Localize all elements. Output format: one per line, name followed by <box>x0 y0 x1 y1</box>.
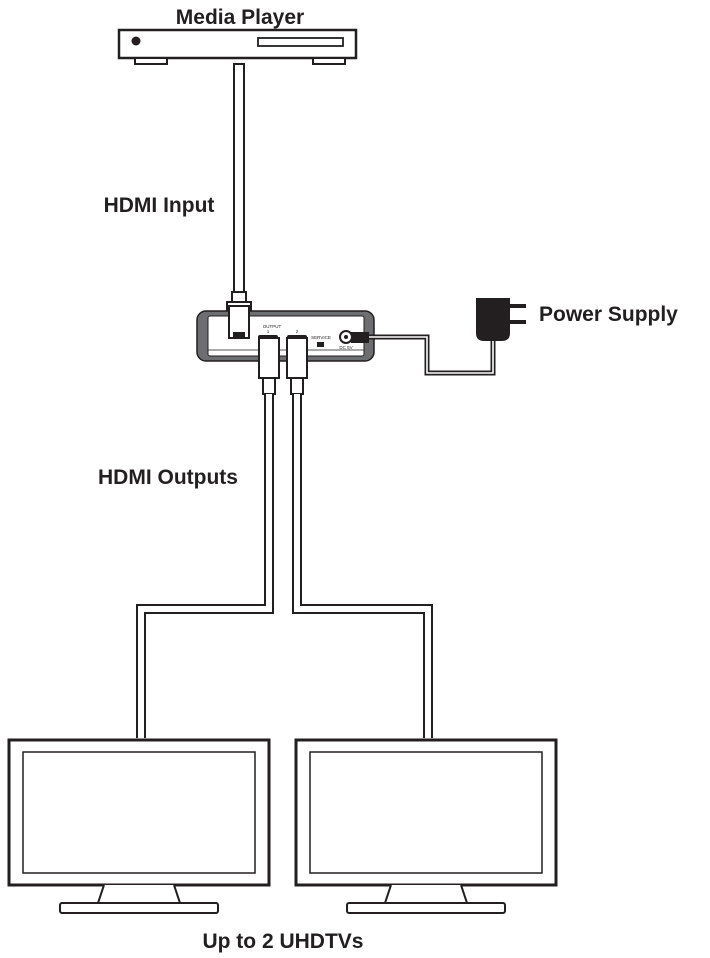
hdmi-outputs-label: HDMI Outputs <box>98 466 238 489</box>
output-plug-2 <box>286 337 308 395</box>
port-2-label: 2 <box>296 329 299 334</box>
media-player <box>117 28 358 65</box>
output-plug-1 <box>258 337 280 395</box>
display-1 <box>7 738 271 914</box>
power-adapter <box>476 298 526 341</box>
hdmi-input-label: HDMI Input <box>104 194 215 217</box>
port-1-label: 1 <box>267 329 270 334</box>
output-group-label: OUTPUT <box>263 324 282 329</box>
power-led <box>131 36 141 46</box>
display-2 <box>294 738 558 914</box>
service-port-label: SERVICE <box>311 335 331 340</box>
hdmi-output-cable-1 <box>136 394 274 738</box>
power-port-label: DC 5V <box>339 345 352 350</box>
power-supply-label: Power Supply <box>539 303 678 326</box>
hdmi-output-cable-2 <box>292 394 433 738</box>
display-2-screen <box>309 751 543 874</box>
display-1-screen <box>22 751 256 874</box>
hdmi-input-cable <box>226 63 252 343</box>
hdmi-splitter: OUTPUT 1 2 SERVICE DC 5V <box>196 305 375 362</box>
media-player-label: Media Player <box>176 6 304 29</box>
disc-slot <box>257 37 344 47</box>
power-cable <box>351 332 496 376</box>
displays-label: Up to 2 UHDTVs <box>202 930 363 953</box>
service-port <box>317 342 324 347</box>
